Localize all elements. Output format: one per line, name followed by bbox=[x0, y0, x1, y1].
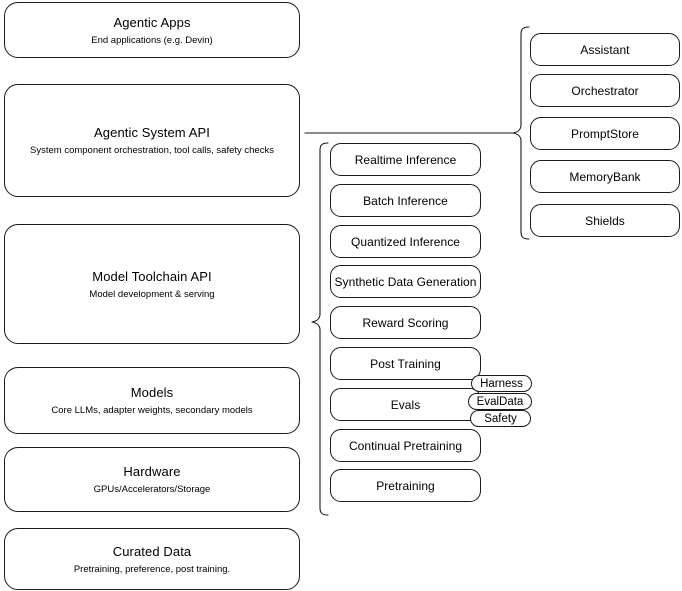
layer-models[interactable]: Models Core LLMs, adapter weights, secon… bbox=[4, 367, 300, 434]
layer-subtitle: Model development & serving bbox=[89, 288, 215, 300]
component-memorybank[interactable]: MemoryBank bbox=[530, 160, 680, 193]
capability-evals[interactable]: Evals bbox=[330, 388, 481, 421]
evals-badge-harness[interactable]: Harness bbox=[471, 375, 532, 392]
layer-title: Agentic System API bbox=[94, 125, 210, 140]
component-shields[interactable]: Shields bbox=[530, 204, 680, 237]
layer-subtitle: End applications (e.g. Devin) bbox=[91, 34, 213, 46]
layer-model-toolchain-api[interactable]: Model Toolchain API Model development & … bbox=[4, 224, 300, 344]
layer-hardware[interactable]: Hardware GPUs/Accelerators/Storage bbox=[4, 447, 300, 512]
capability-synthetic-data-generation[interactable]: Synthetic Data Generation bbox=[330, 265, 481, 298]
layer-curated-data[interactable]: Curated Data Pretraining, preference, po… bbox=[4, 528, 300, 590]
capability-reward-scoring[interactable]: Reward Scoring bbox=[330, 306, 481, 339]
layer-subtitle: Core LLMs, adapter weights, secondary mo… bbox=[51, 405, 253, 416]
capability-batch-inference[interactable]: Batch Inference bbox=[330, 184, 481, 217]
capability-realtime-inference[interactable]: Realtime Inference bbox=[330, 143, 481, 176]
layer-title: Hardware bbox=[123, 464, 181, 479]
component-orchestrator[interactable]: Orchestrator bbox=[530, 74, 680, 107]
layer-title: Models bbox=[130, 385, 174, 400]
component-assistant[interactable]: Assistant bbox=[530, 33, 680, 66]
capability-continual-pretraining[interactable]: Continual Pretraining bbox=[330, 429, 481, 462]
layer-title: Curated Data bbox=[112, 543, 192, 559]
layer-agentic-system-api[interactable]: Agentic System API System component orch… bbox=[4, 84, 300, 197]
layer-title: Agentic Apps bbox=[113, 14, 191, 30]
layer-title: Model Toolchain API bbox=[92, 268, 212, 284]
brace-system-components bbox=[512, 26, 530, 240]
layer-subtitle: System component orchestration, tool cal… bbox=[30, 145, 274, 156]
evals-badge-safety[interactable]: Safety bbox=[470, 410, 531, 427]
component-promptstore[interactable]: PromptStore bbox=[530, 117, 680, 150]
layer-subtitle: Pretraining, preference, post training. bbox=[73, 563, 231, 575]
brace-toolchain-capabilities bbox=[311, 142, 329, 516]
layer-agentic-apps[interactable]: Agentic Apps End applications (e.g. Devi… bbox=[4, 2, 300, 58]
capability-quantized-inference[interactable]: Quantized Inference bbox=[330, 225, 481, 258]
capability-pretraining[interactable]: Pretraining bbox=[330, 469, 481, 502]
layer-subtitle: GPUs/Accelerators/Storage bbox=[93, 484, 211, 495]
capability-post-training[interactable]: Post Training bbox=[330, 347, 481, 380]
evals-badge-evaldata[interactable]: EvalData bbox=[468, 393, 532, 410]
